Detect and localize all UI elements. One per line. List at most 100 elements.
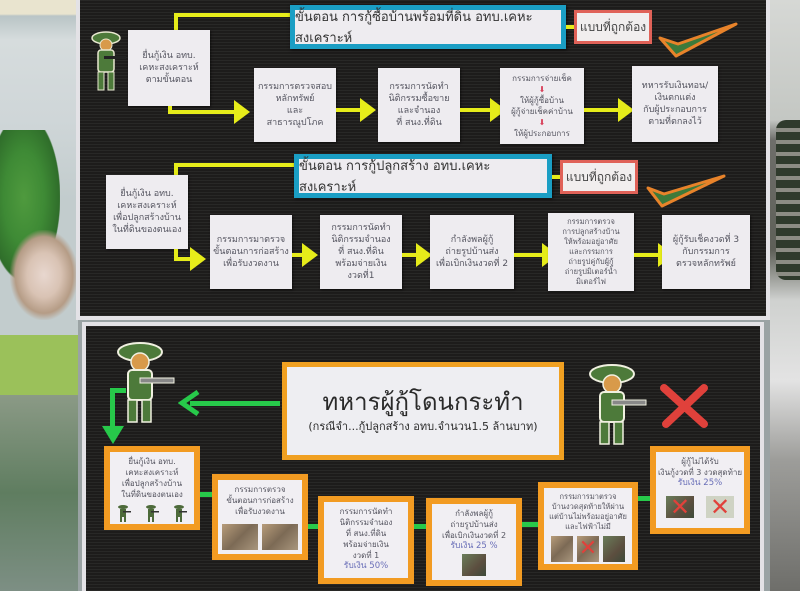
arrow-right-icon [416,243,432,267]
arrow-right-icon [234,100,250,124]
box-line: นิติกรรมจำนอง [339,518,393,527]
payment-percent: รับเงิน 25% [677,478,723,488]
start-note-build: ยื่นกู้เงิน อทบ. เคหะสงเคราะห์ เพื่อปลูก… [106,175,188,249]
meter-photo: ✕ [706,495,734,519]
check-icon [646,174,726,208]
connector-line [110,388,126,393]
arrow-down-icon [102,426,124,444]
box-line: และไฟฟ้าไม่มี [565,522,611,531]
soldier-icon [117,342,175,423]
note-line: กับผู้ประกอบการ [643,105,707,115]
note-line: ผู้กู้รับเช็คงวดที่ 3 [672,235,740,245]
note-line: เคหะสงเคราะห์ [139,63,199,73]
box-line: กรรมการตรวจ [234,485,286,494]
x-mark-icon: ✕ [669,492,691,521]
photo-row [221,523,300,554]
photo-row: ✕ [550,535,627,566]
box-line: บ้านงวดสุดท้ายให้ผ่าน [551,502,625,511]
connector-line [632,496,650,501]
x-mark-icon: ✕ [578,536,598,561]
flow-box-content: กรรมการตรวจ ขั้นตอนการก่อสร้าง เพื่อรับง… [218,480,302,554]
box-line: แต่บ้านไม่พร้อมอยู่อาศัย [549,512,627,521]
note-line: ที่ สนง.ที่ดิน [338,247,384,257]
background-lobby-right [770,0,800,591]
flow-box-content: ผู้กู้ไม่ได้รับ เงินกู้งวดที่ 3 งวดสุดท้… [656,452,744,528]
section-title-build-house: ขั้นตอน การกู้ปลูกสร้าง อทบ.เคหะสงเคราะห… [294,154,552,198]
connector-line [174,13,304,17]
flow-box-mortgage: กรรมการนัดทำ นิติกรรมจำนอง ที่ สนง.ที่ดิ… [318,496,414,584]
payment-percent: รับเงิน 25 % [450,541,498,551]
note-line: ถ่ายรูปมิเตอร์น้ำ [564,267,618,276]
house-photo [550,536,573,562]
connector-line [174,163,178,177]
note-line: เคหะสงเคราะห์ [117,201,177,211]
note-line: ถ่ายรูปบ้านส่ง [445,247,499,257]
connector-line [292,253,308,257]
note-line: และกรรมการ [569,247,613,256]
step-note: กรรมการตรวจ การปลูกสร้างบ้าน ให้พร้อมอยู… [548,213,634,291]
note-line: กรรมการตรวจ [567,217,615,226]
soldier-icon [118,505,131,522]
connector-line [336,108,366,112]
connector-line [634,253,664,257]
flow-box-content: ยื่นกู้เงิน อทบ. เคหะสงเคราะห์ เพื่อปลูก… [110,452,194,524]
correct-label-box: แบบที่ถูกต้อง [560,160,638,194]
connector-line [514,253,548,257]
note-line: กรรมการมาตรวจ [216,235,286,245]
connector-line [174,249,178,261]
step-note: กรรมการมาตรวจ ขั้นตอนการก่อสร้าง เพื่อรั… [210,215,292,289]
box-line: กำลังพลผู้กู้ [455,509,493,518]
note-line: ยื่นกู้เงิน อทบ. [142,51,196,61]
arrow-right-icon [302,243,318,267]
box-line: ที่ สนง.ที่ดิน [345,529,387,538]
connector-line [110,388,115,436]
box-line: ผู้กู้ไม่ได้รับ [681,457,719,466]
note-line: นิติกรรมจำนอง [331,235,391,245]
connector-line [174,257,194,261]
note-line: งวดที่1 [347,271,375,281]
note-line: กรรมการนัดทำ [331,223,391,233]
arrow-down-icon: ⬇ [538,118,546,127]
note-line: สาธารณูปโภค [266,118,324,128]
box-line: ขั้นตอนการก่อสร้าง [226,496,294,505]
section-title-text: ขั้นตอน การกู้ซื้อบ้านพร้อมที่ดิน อทบ.เค… [295,10,533,46]
note-line: พร้อมจ่ายเงิน [335,259,387,269]
box-line: งวดที่ 1 [352,551,380,560]
flow-box-content: กรรมการมาตรวจ บ้านงวดสุดท้ายให้ผ่าน แต่บ… [544,488,632,564]
note-line: ให้พร้อมอยู่อาศัย [564,237,618,246]
note-line: ถ่ายรูปคู่กับผู้กู้ [568,257,614,266]
connector-line [566,25,576,29]
correct-label-text: แบบที่ถูกต้อง [565,169,633,184]
note-line: เพื่อปลูกสร้างบ้าน [113,213,181,223]
note-line: ผู้กู้จ่ายเช็คค่าบ้าน [511,107,573,116]
box-line: เงินกู้งวดที่ 3 งวดสุดท้าย [657,468,743,477]
soldier-icon [589,364,647,445]
step-note: กรรมการนัดทำ นิติกรรมซื้อขาย และจำนอง ที… [378,68,460,142]
soldier-icon [146,505,159,522]
mini-soldiers [117,504,187,522]
step-note: กำลังพลผู้กู้ ถ่ายรูปบ้านส่ง เพื่อเบิกเง… [430,215,514,289]
step-note: กรรมการนัดทำ นิติกรรมจำนอง ที่ สนง.ที่ดิ… [320,215,402,289]
note-line: นิติกรรมซื้อขาย [388,94,450,104]
step-note-cheque: กรรมการจ่ายเช็ค ⬇ ให้ผู้กู้ซื้อบ้าน ผู้ก… [500,68,584,144]
note-line: กรรมการตรวจสอบ [257,82,332,92]
box-line: กรรมการนัดทำ [339,507,393,516]
poster-board-top: ยื่นกู้เงิน อทบ. เคหะสงเคราะห์ ตามขั้นตอ… [76,0,770,320]
photo-row: ✕ ✕ [665,495,735,519]
note-line: ทหารรับเงินทอน/ [641,81,709,91]
note-line: และจำนอง [397,106,441,116]
section-title-buy-house: ขั้นตอน การกู้ซื้อบ้านพร้อมที่ดิน อทบ.เค… [290,5,566,49]
box-line: เพื่อเบิกเงินงวดที่ 2 [441,531,507,540]
note-line: ให้ผู้ประกอบการ [514,129,570,138]
payment-percent: รับเงิน 50% [343,561,389,571]
note-line: เพื่อเบิกเงินงวดที่ 2 [435,259,509,269]
connector-line [174,13,178,33]
box-line: ยื่นกู้เงิน อทบ. [128,457,176,466]
note-line: ตามขั้นตอน [145,75,193,85]
flow-box-inspect: กรรมการตรวจ ขั้นตอนการก่อสร้าง เพื่อรับง… [212,474,308,560]
construction-photo [221,524,258,550]
box-line: ถ่ายรูปบ้านส่ง [450,520,498,529]
box-line: เคหะสงเคราะห์ [125,468,179,477]
step-note: ผู้กู้รับเช็คงวดที่ 3 กับกรรมการ ตรวจหลั… [662,215,750,289]
flow-box-not-received: ผู้กู้ไม่ได้รับ เงินกู้งวดที่ 3 งวดสุดท้… [650,446,750,534]
